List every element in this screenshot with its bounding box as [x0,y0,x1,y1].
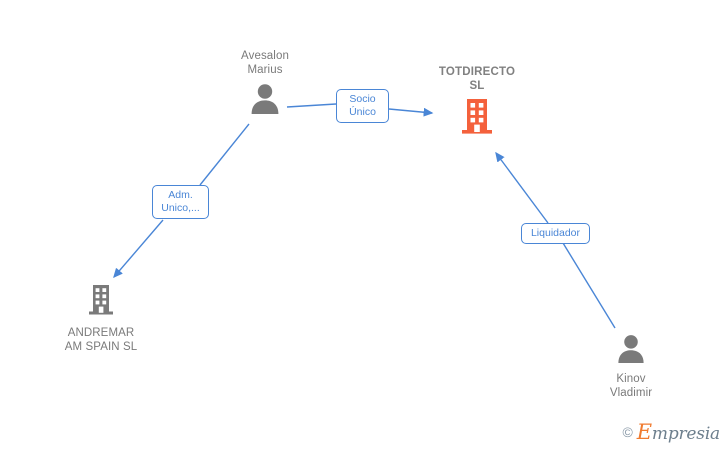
edge-line-adm-unico-lower [113,219,164,279]
copyright-icon: © [622,424,633,440]
empresia-logo: Empresia [637,420,720,444]
node-label-andremar-am-spain-sl: ANDREMAR AM SPAIN SL [64,327,138,353]
edge-label-socio-unico[interactable]: Socio Único [336,89,389,123]
empresia-watermark: © Empresia [622,420,720,444]
person-icon [248,81,282,120]
node-label-totdirecto-sl: TOTDIRECTO SL [438,66,516,92]
node-avesalon-marius[interactable]: Avesalon Marius [190,50,340,120]
person-icon [615,332,647,369]
empresia-logo-text: mpresia [651,424,720,444]
edge-label-adm-unico[interactable]: Adm. Unico,... [152,185,209,219]
empresia-logo-initial: E [636,420,652,444]
edge-line-socio-unico-right [388,107,434,117]
building-icon [86,283,116,323]
building-icon [459,97,495,142]
node-andremar-am-spain-sl[interactable]: ANDREMAR AM SPAIN SL [26,283,176,354]
edge-line-adm-unico-upper [199,123,250,186]
edge-line-liquidador-upper [495,151,549,224]
node-label-kinov-vladimir: Kinov Vladimir [609,373,653,399]
node-kinov-vladimir[interactable]: Kinov Vladimir [556,332,706,400]
node-totdirecto-sl[interactable]: TOTDIRECTO SL [402,66,552,142]
edge-label-liquidador[interactable]: Liquidador [521,223,590,244]
edge-line-socio-unico-left [286,103,337,108]
node-label-avesalon-marius: Avesalon Marius [241,50,289,76]
edge-line-liquidador-lower [562,242,616,329]
